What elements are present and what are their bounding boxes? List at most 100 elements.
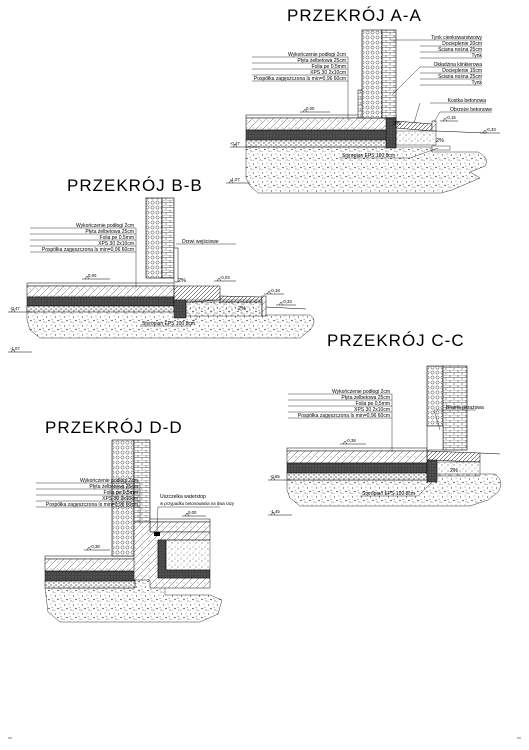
cc-gate-label: Brama garażowa (446, 405, 484, 411)
cc-gate-jamb (426, 425, 444, 451)
bb-slope-label: 2% (238, 306, 246, 312)
aa-layer-label: Płyta żelbetowa 25cm (297, 58, 346, 64)
aa-eps-strip (431, 145, 451, 151)
dd-fill (165, 539, 211, 571)
aa-level-label: -1,07 (230, 177, 240, 182)
bb-wall-insulation (145, 197, 163, 279)
bb-compacted-layer (26, 305, 175, 313)
cc-wall-structure (442, 365, 468, 451)
bb-base (185, 301, 263, 317)
cc-wall-insulation (426, 365, 444, 427)
section-dd-drawing: Wykończenie podłogi 2cm Płyta żelbetowa … (36, 439, 235, 623)
aa-wall-label: Tynk cienkowarstwowy (431, 35, 482, 41)
bb-xps-layer (26, 296, 175, 307)
aa-compacted-layer (245, 139, 397, 148)
aa-wall-structure (381, 29, 397, 119)
bb-layer-label: Folia pe 0,5mm (100, 235, 134, 241)
cc-slab-layer (286, 450, 428, 464)
aa-xps-layer (245, 129, 397, 141)
dd-xps-layer-lower (44, 570, 136, 582)
aa-wall-label: Docieplenie 20cm (442, 41, 482, 47)
bb-curb (261, 295, 267, 317)
dd-layer-label: Folia pe 0,5mm (104, 490, 138, 496)
dd-waterstop-label: Uszczelka waterstop (160, 494, 206, 500)
title-section-dd: PRZEKRÓJ D-D (45, 418, 183, 437)
aa-layer-label: Wykończenie podłogi 2cm (288, 52, 346, 58)
cc-xps-layer (286, 462, 428, 474)
aa-base (395, 130, 437, 146)
cc-level-label: -1,45 (270, 509, 280, 514)
aa-curb-label: Obrzeże betonowe (450, 107, 492, 113)
cc-layer-label: Wykończenie podłogi 2cm (332, 389, 390, 395)
aa-wall-label: Ściana nośna 25cm (438, 72, 482, 80)
aa-wall-insulation (361, 29, 383, 119)
bb-landing (219, 295, 263, 303)
bb-level-label: -0,47 (10, 306, 20, 311)
section-cc-drawing: Wykończenie podłogi 2cm Płyta żelbetowa … (268, 365, 502, 516)
bb-wall-structure (161, 197, 175, 279)
title-section-aa: PRZEKRÓJ A-A (287, 6, 422, 25)
aa-layer-label: XPS 30 2x10cm (310, 70, 346, 76)
bb-layer-label: Płyta żelbetowa 25cm (85, 229, 134, 235)
cc-foundation-insulation (426, 459, 438, 483)
bb-level-label: 0,00 (88, 273, 97, 278)
cc-compacted-layer (286, 472, 428, 481)
aa-wall-label: Tynk (471, 80, 482, 86)
aa-wall-label: Okładzina klinkierowa (434, 62, 483, 68)
cc-base (436, 461, 481, 477)
bb-level-label: -0,18 (270, 288, 280, 293)
bb-door-frame (173, 247, 179, 283)
dd-level-label: -0,38 (90, 544, 100, 549)
bb-finish-layer (26, 282, 175, 287)
cc-layer-label: Pospółka zagęszczona Is min=0,96 60cm (298, 413, 390, 419)
bb-level-label: -0,03 (220, 275, 230, 280)
aa-slab-layer (245, 117, 397, 131)
bb-eps-label: Styropian EPS 100 8cm (142, 321, 195, 327)
cc-layer-label: Płyta żelbetowa 25cm (341, 395, 390, 401)
aa-level-label: 0,00 (306, 106, 315, 111)
dd-finish-layer-upper (149, 518, 211, 523)
dd-slab-layer-lower (44, 558, 136, 572)
dd-slab-layer-upper (149, 521, 211, 533)
bb-door-label: Drzwi wejściowe (182, 239, 219, 245)
aa-layer-label: Pospółka zagęszczona Is min=0,96 60cm (254, 76, 346, 82)
aa-wall-label: Docieplenie 15cm (442, 68, 482, 74)
bb-foundation-insulation (173, 299, 187, 319)
dd-layer-label: Wykończenie podłogi 2cm (80, 478, 138, 484)
bb-slab-layer (26, 285, 175, 298)
dd-waterstop-note: w przypadku betonowania na dwa razy (160, 501, 235, 506)
bb-slope-label: 2% (178, 278, 186, 284)
aa-level-label: -0,47 (230, 141, 240, 146)
dd-finish-layer-lower (44, 555, 136, 560)
title-section-cc: PRZEKRÓJ C-C (327, 331, 465, 350)
cc-slope-label: 2% (450, 468, 458, 474)
aa-soil (245, 146, 487, 194)
bb-layer-label: XPS 30 2x10cm (98, 241, 134, 247)
aa-eps-label: Styropian EPS 100 8cm (342, 153, 395, 159)
dd-layer-label: XPS 30 2x10cm (102, 496, 138, 502)
aa-curb (431, 120, 437, 132)
dd-layer-label: Płyta żelbetowa 25cm (89, 484, 138, 490)
aa-wall-label: Tynk (471, 53, 482, 59)
cc-soil (286, 473, 502, 507)
cc-level-label: -0,65 (270, 474, 280, 479)
dd-compacted-layer-lower (44, 580, 136, 589)
dd-waterstop (154, 532, 160, 536)
cc-layer-label: XPS 30 2x10cm (354, 407, 390, 413)
bb-layer-label: Wykończenie podłogi 2cm (76, 223, 134, 229)
bb-level-label: -1,07 (10, 346, 20, 351)
aa-slope-label: 2% (436, 138, 444, 144)
section-aa-drawing: Wykończenie podłogi 2cm Płyta żelbetowa … (226, 29, 500, 194)
aa-layer-label: Folia pe 0,5mm (312, 64, 346, 70)
aa-slope-label: 2% (393, 121, 401, 127)
bb-level-label: -0,33 (282, 299, 292, 304)
bb-layer-label: Pospółka zagęszczona Is min=0,96 60cm (42, 247, 134, 253)
section-bb-drawing: Wykończenie podłogi 2cm Płyta żelbetowa … (8, 197, 315, 353)
cc-finish-layer (286, 447, 428, 452)
aa-paving-label: Kostka betonowa (448, 98, 487, 104)
dd-level-label: 0,00 (188, 510, 197, 515)
dd-layer-label: Pospółka zagęszczona Is min=0,96 60cm (46, 502, 138, 508)
aa-level-label: -0,33 (486, 127, 496, 132)
